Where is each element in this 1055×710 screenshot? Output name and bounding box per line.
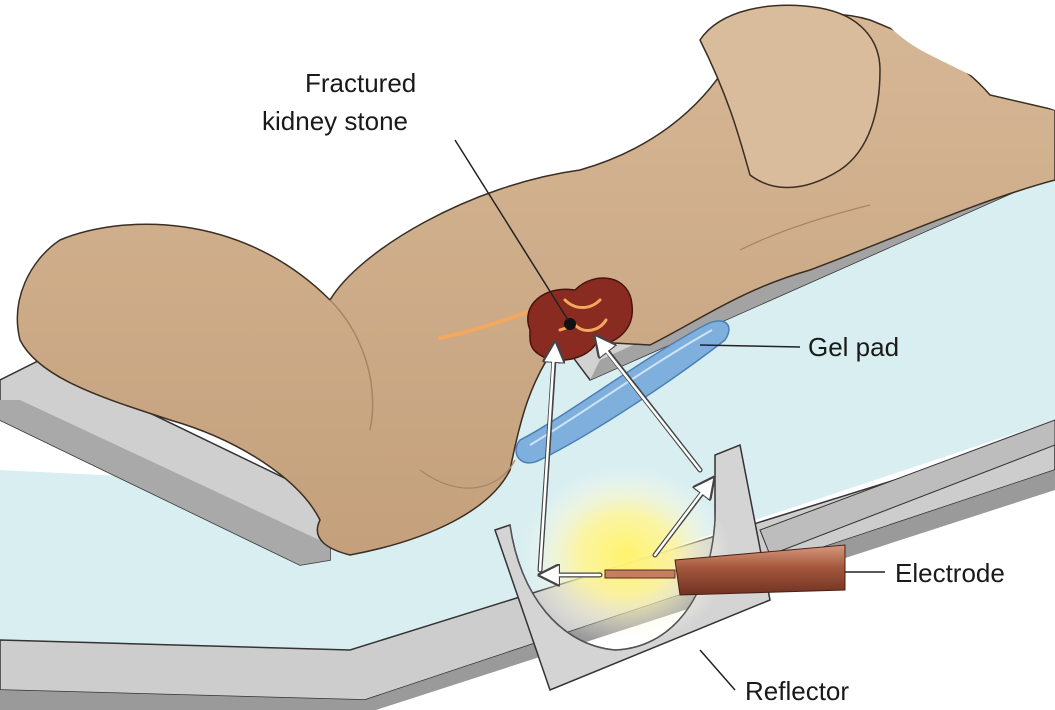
- label-gel-pad: Gel pad: [808, 332, 899, 362]
- label-electrode: Electrode: [895, 558, 1005, 588]
- label-reflector: Reflector: [745, 676, 849, 706]
- label-stone-line2: kidney stone: [262, 106, 408, 136]
- kidney-stone: [564, 318, 576, 330]
- leader-reflector: [700, 650, 735, 690]
- label-stone-line1: Fractured: [305, 68, 416, 98]
